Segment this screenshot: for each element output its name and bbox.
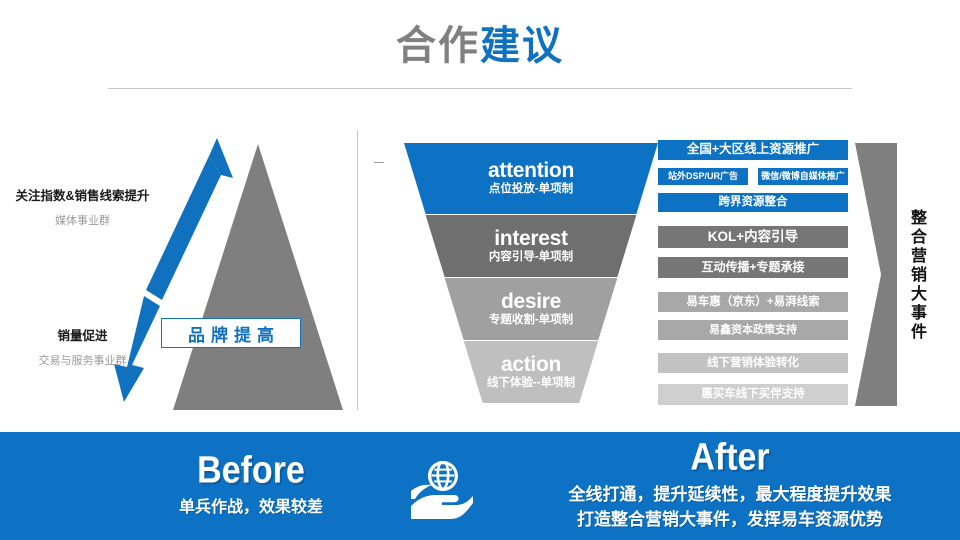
resource-tag-column: 全国+大区线上资源推广 站外DSP/UR广告 微信/微博自媒体推广 跨界资源整合…	[658, 140, 848, 408]
funnel-stage-action-en: action	[500, 352, 562, 376]
tag-crossover-resource-integration: 跨界资源整合	[658, 193, 848, 212]
double-headed-arrow-icon	[114, 138, 233, 402]
funnel-stage-desire: desire 专题收割-单项制	[444, 278, 618, 340]
tag-nationwide-online-promotion: 全国+大区线上资源推广	[658, 140, 848, 160]
before-after-banner: Before 单兵作战，效果较差 After 全线打通，提升延续性，最大程度提升…	[0, 432, 960, 540]
section-divider	[357, 130, 358, 410]
funnel-stage-attention-en: attention	[488, 159, 574, 183]
tag-offsite-dsp-ads: 站外DSP/UR广告	[658, 168, 748, 185]
banner-after-heading: After	[690, 435, 770, 479]
funnel-stage-action: action 线下体验--单项制	[463, 341, 599, 403]
banner-after-subtitle-line2: 打造整合营销大事件，发挥易车资源优势	[577, 510, 883, 529]
tag-kol-content-guidance: KOL+内容引导	[658, 226, 848, 248]
right-chevron-bracket-icon	[855, 143, 897, 406]
funnel-stage-attention: attention 点位投放-单项制	[404, 143, 658, 214]
banner-after-column: After 全线打通，提升延续性，最大程度提升效果 打造整合营销大事件，发挥易车…	[500, 432, 960, 540]
label-sales-promotion-main: 销量促进	[57, 329, 108, 343]
funnel-stage-interest-cn: 内容引导-单项制	[488, 250, 574, 263]
pyramid-panel	[0, 130, 345, 420]
aida-funnel: attention 点位投放-单项制 interest 内容引导-单项制 des…	[404, 143, 658, 405]
banner-after-subtitle-line1: 全线打通，提升延续性，最大程度提升效果	[568, 485, 892, 505]
tag-yichehui-jingdong-yipai: 易车惠（京东）+易湃线索	[658, 292, 848, 312]
globe-in-hand-icon	[411, 461, 473, 519]
brand-uplift-badge: 品牌提高	[161, 318, 301, 348]
page-title-blue: 建议	[480, 24, 564, 68]
integrated-marketing-event-label: 整合营销大事件	[908, 208, 925, 342]
banner-before-heading: Before	[197, 448, 305, 492]
banner-before-subtitle: 单兵作战，效果较差	[178, 499, 323, 517]
label-attention-index: 关注指数&销售线索提升 媒体事业群	[0, 185, 165, 228]
divider-tick-mark	[374, 162, 384, 163]
page-title: 合作建议	[0, 26, 960, 66]
tag-wechat-weibo-selfmedia: 微信/微博自媒体推广	[758, 168, 848, 185]
title-divider-rule	[108, 88, 852, 89]
label-attention-index-main: 关注指数&销售线索提升	[15, 189, 150, 203]
tag-yixin-capital-policy-support: 易鑫资本政策支持	[658, 320, 848, 340]
funnel-stage-desire-en: desire	[500, 289, 562, 313]
label-sales-promotion: 销量促进 交易与服务事业群	[0, 325, 165, 368]
funnel-stage-interest: interest 内容引导-单项制	[425, 215, 637, 277]
page-title-gray: 合作	[396, 24, 480, 68]
tag-offline-marketing-conversion: 线下营销体验转化	[658, 353, 848, 373]
funnel-stage-attention-cn: 点位投放-单项制	[488, 183, 574, 196]
tag-interactive-spread-topic: 互动传播+专题承接	[658, 257, 848, 278]
funnel-stage-action-cn: 线下体验--单项制	[486, 376, 576, 389]
label-attention-index-sub: 媒体事业群	[55, 215, 110, 227]
funnel-stage-desire-cn: 专题收割-单项制	[488, 313, 574, 326]
tag-huimaiche-offline-support: 惠买车线下买伴支持	[658, 384, 848, 405]
label-sales-promotion-sub: 交易与服务事业群	[38, 355, 127, 367]
banner-before-column: Before 单兵作战，效果较差	[86, 432, 416, 540]
funnel-stage-interest-en: interest	[494, 226, 568, 250]
